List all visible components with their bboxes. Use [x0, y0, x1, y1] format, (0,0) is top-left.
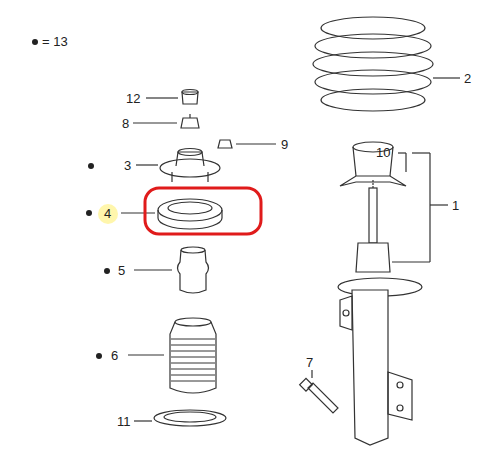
callout-number: 6 — [111, 349, 118, 362]
callout-number: 2 — [464, 72, 471, 85]
callout-number: 10 — [376, 146, 390, 159]
callout-number: 5 — [118, 264, 125, 277]
callout-number: 8 — [122, 117, 129, 130]
callout-number: 11 — [117, 415, 131, 428]
callout-number: 12 — [126, 92, 140, 105]
legend-dot — [32, 39, 38, 45]
callout-number: 3 — [124, 159, 131, 172]
callout-number: 7 — [306, 356, 313, 369]
legend-row: = 13 — [32, 35, 68, 48]
legend-text: = 13 — [42, 35, 68, 48]
callout-number: 9 — [281, 138, 288, 151]
callout-number: 1 — [452, 199, 459, 212]
callout-number: 4 — [104, 207, 111, 220]
